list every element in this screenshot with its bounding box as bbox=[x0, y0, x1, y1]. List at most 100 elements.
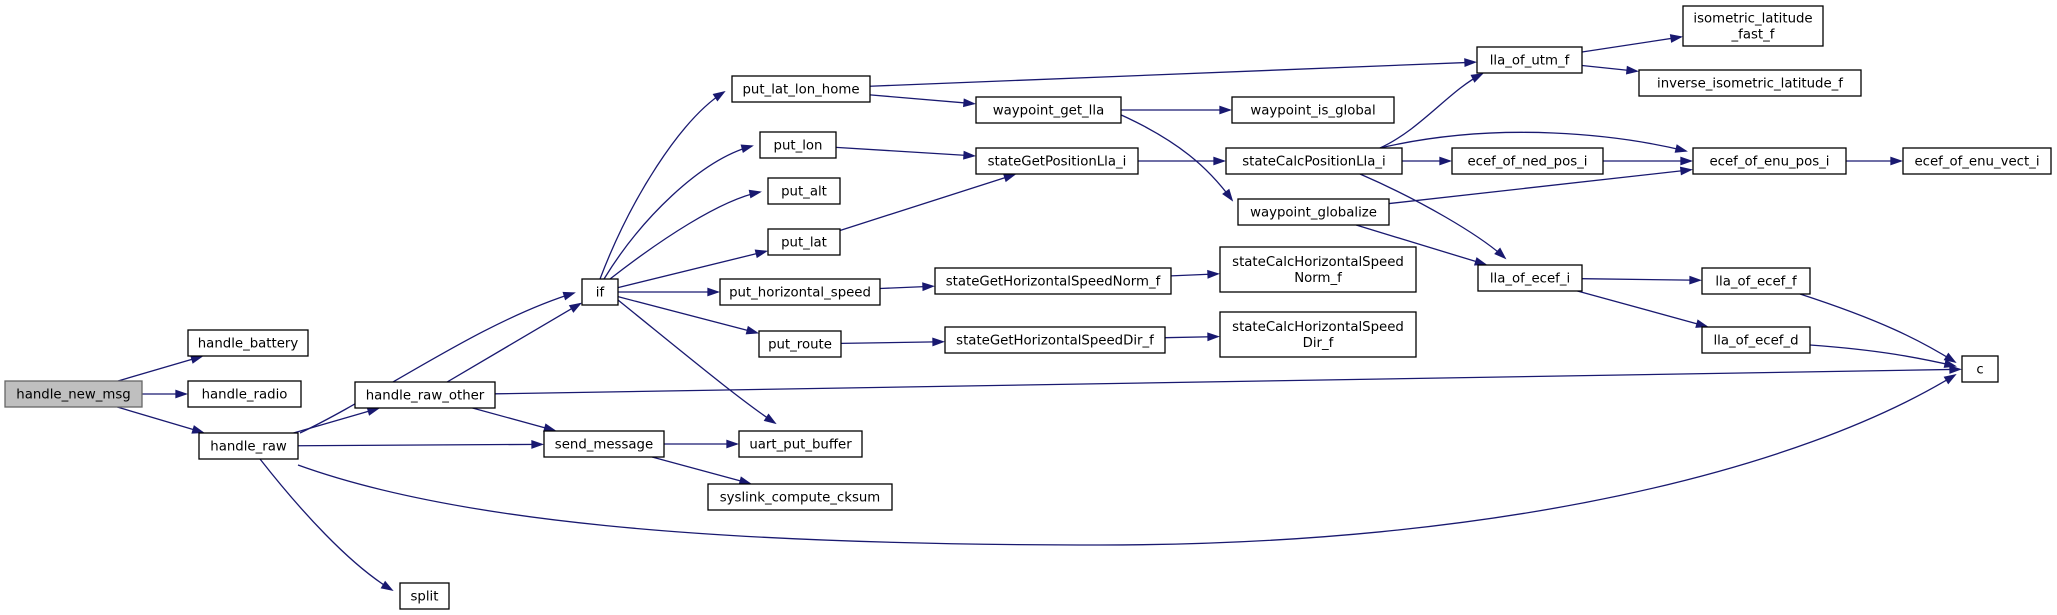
node-label: ecef_of_ned_pos_i bbox=[1467, 155, 1587, 170]
node-split[interactable]: split bbox=[399, 582, 450, 610]
arrowhead bbox=[1470, 73, 1484, 83]
edge-put_route-to-stateGetHorizontalSpeedDir_f bbox=[840, 337, 945, 347]
node-stateGetPositionLla_i[interactable]: stateGetPositionLla_i bbox=[975, 147, 1139, 175]
edge-line bbox=[297, 374, 1956, 546]
node-put_route[interactable]: put_route bbox=[758, 330, 842, 358]
node-label: put_horizontal_speed bbox=[729, 286, 871, 301]
arrowhead bbox=[1473, 257, 1488, 266]
node-put_lat[interactable]: put_lat bbox=[767, 228, 841, 256]
node-box bbox=[1237, 198, 1390, 226]
node-waypoint_is_global[interactable]: waypoint_is_global bbox=[1231, 96, 1395, 124]
node-c[interactable]: c bbox=[1961, 355, 1999, 383]
node-label: ecef_of_enu_vect_i bbox=[1914, 155, 2039, 170]
node-label: handle_radio bbox=[202, 388, 288, 403]
node-box bbox=[1638, 69, 1862, 97]
node-box bbox=[198, 432, 299, 460]
node-if[interactable]: if bbox=[581, 278, 619, 306]
arrowhead bbox=[963, 150, 976, 160]
edge-line bbox=[1581, 36, 1682, 53]
node-label: send_message bbox=[555, 438, 653, 453]
node-handle_radio[interactable]: handle_radio bbox=[187, 380, 302, 408]
edge-if-to-put_lon bbox=[603, 144, 754, 280]
node-ecef_of_enu_pos_i[interactable]: ecef_of_enu_pos_i bbox=[1692, 147, 1847, 175]
node-handle_raw_other[interactable]: handle_raw_other bbox=[354, 381, 496, 409]
node-label: lla_of_ecef_f bbox=[1715, 275, 1797, 290]
node-handle_new_msg[interactable]: handle_new_msg bbox=[4, 380, 143, 408]
node-stateCalcPositionLla_i[interactable]: stateCalcPositionLla_i bbox=[1225, 147, 1403, 175]
node-lla_of_ecef_d[interactable]: lla_of_ecef_d bbox=[1701, 326, 1811, 354]
node-handle_raw[interactable]: handle_raw bbox=[198, 432, 299, 460]
node-ecef_of_enu_vect_i[interactable]: ecef_of_enu_vect_i bbox=[1902, 147, 2052, 175]
edge-line bbox=[609, 191, 761, 280]
edge-if-to-uart_put_buffer bbox=[617, 299, 777, 425]
edge-ecef_of_enu_pos_i-to-ecef_of_enu_vect_i bbox=[1846, 156, 1903, 166]
edge-line bbox=[297, 443, 543, 447]
edge-line bbox=[494, 368, 1961, 395]
node-box bbox=[1219, 246, 1417, 293]
arrowhead bbox=[932, 337, 945, 347]
arrowhead bbox=[1943, 352, 1957, 364]
edge-put_lat_lon_home-to-lla_of_utm_f bbox=[869, 58, 1477, 87]
node-lla_of_utm_f[interactable]: lla_of_utm_f bbox=[1476, 46, 1583, 74]
edge-send_message-to-syslink_compute_cksum bbox=[651, 456, 752, 485]
node-send_message[interactable]: send_message bbox=[543, 430, 665, 458]
edge-handle_new_msg-to-handle_radio bbox=[142, 389, 188, 399]
node-label: handle_raw bbox=[210, 440, 287, 455]
edge-stateGetHorizontalSpeedDir_f-to-stateCalcHorizontalSpeedDir_f bbox=[1164, 332, 1220, 342]
node-put_horizontal_speed[interactable]: put_horizontal_speed bbox=[719, 278, 881, 306]
arrowhead bbox=[562, 291, 576, 301]
arrowhead bbox=[1439, 156, 1452, 166]
edge-handle_raw-to-c bbox=[297, 373, 1957, 546]
node-box bbox=[934, 267, 1172, 295]
node-label: lla_of_ecef_i bbox=[1490, 272, 1570, 287]
edge-if-to-put_route bbox=[617, 296, 759, 335]
node-put_lat_lon_home[interactable]: put_lat_lon_home bbox=[731, 75, 871, 103]
node-inverse_isometric_latitude_f[interactable]: inverse_isometric_latitude_f bbox=[1638, 69, 1862, 97]
node-lla_of_ecef_i[interactable]: lla_of_ecef_i bbox=[1477, 264, 1583, 292]
node-stateGetHorizontalSpeedDir_f[interactable]: stateGetHorizontalSpeedDir_f bbox=[944, 326, 1166, 354]
edge-send_message-to-uart_put_buffer bbox=[664, 439, 739, 449]
node-label: stateGetPositionLla_i bbox=[988, 155, 1127, 170]
arrowhead bbox=[1689, 275, 1702, 285]
node-box bbox=[975, 96, 1122, 124]
arrowhead bbox=[748, 189, 762, 199]
node-box bbox=[1692, 147, 1847, 175]
node-label: stateCalcHorizontalSpeed bbox=[1232, 255, 1404, 270]
node-syslink_compute_cksum[interactable]: syslink_compute_cksum bbox=[707, 483, 893, 511]
node-put_alt[interactable]: put_alt bbox=[767, 177, 841, 205]
node-uart_put_buffer[interactable]: uart_put_buffer bbox=[738, 430, 863, 458]
node-label: isometric_latitude bbox=[1693, 12, 1812, 27]
edge-handle_new_msg-to-handle_battery bbox=[117, 355, 204, 382]
edge-lla_of_ecef_i-to-lla_of_ecef_f bbox=[1581, 275, 1702, 285]
node-box bbox=[1451, 147, 1604, 175]
edge-line bbox=[1799, 293, 1956, 363]
node-box bbox=[767, 228, 841, 256]
edge-line bbox=[446, 303, 581, 383]
node-handle_battery[interactable]: handle_battery bbox=[187, 329, 309, 357]
arrowhead bbox=[1207, 332, 1220, 342]
arrowhead bbox=[963, 98, 976, 108]
node-label: inverse_isometric_latitude_f bbox=[1657, 77, 1843, 92]
edges-layer bbox=[117, 34, 1962, 592]
node-isometric_latitude_fast_f[interactable]: isometric_latitude_fast_f bbox=[1682, 5, 1824, 47]
nodes-layer: handle_new_msg handle_battery handle_radio… bbox=[4, 5, 2052, 610]
node-box bbox=[738, 430, 863, 458]
arrowhead bbox=[1680, 156, 1693, 166]
node-box bbox=[719, 278, 881, 306]
node-ecef_of_ned_pos_i[interactable]: ecef_of_ned_pos_i bbox=[1451, 147, 1604, 175]
node-waypoint_globalize[interactable]: waypoint_globalize bbox=[1237, 198, 1390, 226]
edge-handle_raw-to-handle_raw_other bbox=[293, 407, 380, 434]
node-put_lon[interactable]: put_lon bbox=[759, 131, 837, 159]
arrowhead bbox=[380, 580, 394, 592]
node-waypoint_get_lla[interactable]: waypoint_get_lla bbox=[975, 96, 1122, 124]
edge-line bbox=[1809, 344, 1956, 367]
node-stateGetHorizontalSpeedNorm_f[interactable]: stateGetHorizontalSpeedNorm_f bbox=[934, 267, 1172, 295]
edge-line bbox=[617, 299, 776, 424]
node-lla_of_ecef_f[interactable]: lla_of_ecef_f bbox=[1701, 267, 1811, 295]
edge-lla_of_utm_f-to-isometric_latitude_fast_f bbox=[1581, 34, 1683, 53]
edge-stateGetPositionLla_i-to-stateCalcPositionLla_i bbox=[1138, 156, 1226, 166]
edge-stateCalcPositionLla_i-to-lla_of_utm_f bbox=[1379, 73, 1484, 149]
